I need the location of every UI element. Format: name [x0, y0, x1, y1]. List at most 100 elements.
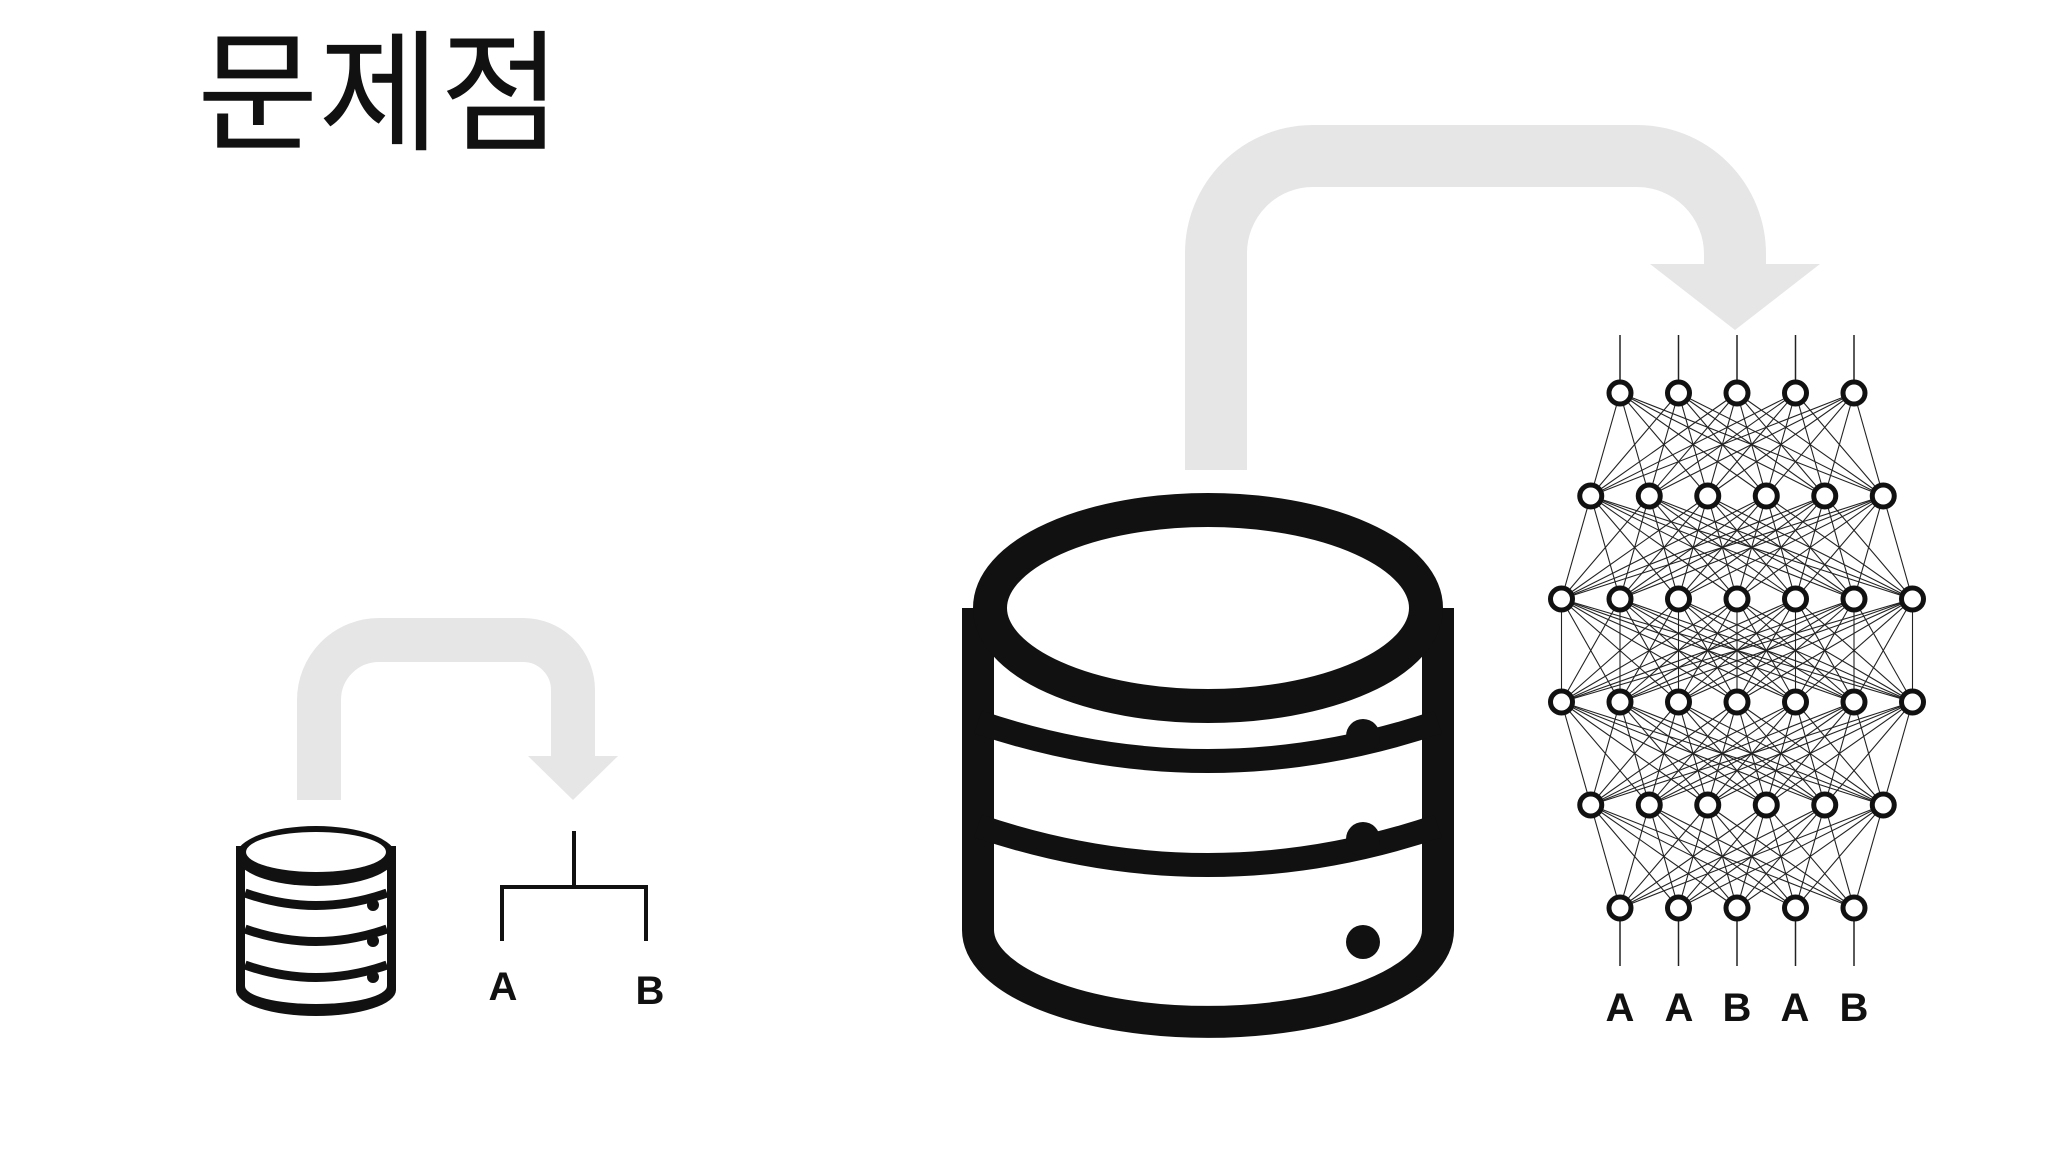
output-label: A — [1606, 986, 1635, 1030]
network-edge — [1560, 495, 1592, 600]
network-edge — [1678, 598, 1913, 703]
network-edge — [1882, 701, 1914, 806]
output-label: B — [1840, 986, 1869, 1030]
network-edge — [1619, 804, 1884, 909]
network-node — [1723, 585, 1751, 613]
network-edge — [1590, 701, 1679, 806]
network-edge — [1561, 495, 1650, 600]
network-node — [1548, 585, 1575, 613]
network-output-labels: A A B A B — [1606, 986, 1869, 1030]
network-edge — [1561, 598, 1679, 703]
network-edge — [1619, 598, 1913, 703]
network-edge — [1561, 598, 1621, 703]
slide-title: 문제점 — [197, 18, 561, 172]
network-node — [1635, 482, 1663, 510]
network-edge — [1824, 701, 1913, 806]
network-node — [1606, 688, 1634, 716]
output-label: A — [1781, 986, 1810, 1030]
network-edge — [1590, 392, 1855, 497]
network-edge — [1795, 598, 1913, 703]
neural-network-icon — [1548, 335, 1926, 966]
network-node — [1665, 379, 1692, 407]
network-node — [1665, 585, 1692, 613]
network-edge — [1678, 804, 1884, 909]
network-edge — [1561, 598, 1796, 703]
network-node — [1606, 379, 1634, 407]
network-edge — [1649, 392, 1855, 497]
database-icon — [236, 826, 396, 1016]
network-edge — [1619, 804, 1709, 909]
network-edge — [1590, 804, 1621, 909]
network-node — [1665, 688, 1692, 716]
network-node — [1811, 482, 1839, 510]
network-edge — [1561, 495, 1767, 600]
network-node — [1869, 791, 1897, 819]
network-node — [1782, 379, 1809, 407]
network-edge — [1590, 392, 1621, 497]
network-node — [1782, 894, 1809, 922]
network-edge — [1853, 804, 1884, 909]
network-edge — [1649, 701, 1913, 806]
network-node — [1606, 894, 1634, 922]
network-edge — [1736, 598, 1913, 703]
network-edge — [1561, 495, 1825, 600]
network-edge — [1795, 495, 1884, 600]
network-node — [1577, 791, 1605, 819]
network-node — [1694, 482, 1722, 510]
network-node — [1723, 379, 1751, 407]
network-edge — [1736, 495, 1884, 600]
network-node — [1752, 791, 1780, 819]
network-edge — [1882, 495, 1914, 600]
network-edge — [1678, 495, 1884, 600]
network-node — [1665, 894, 1692, 922]
network-edge — [1561, 495, 1884, 600]
tree-leaf-label-b: B — [636, 969, 665, 1013]
curved-arrow-icon — [1185, 125, 1820, 470]
network-edge — [1590, 392, 1679, 497]
network-edge — [1824, 392, 1855, 497]
network-node — [1694, 791, 1722, 819]
network-node — [1840, 379, 1868, 407]
network-node — [1723, 894, 1751, 922]
network-node — [1840, 585, 1868, 613]
network-edge — [1590, 701, 1796, 806]
network-node — [1723, 688, 1751, 716]
tree-leaf-label-a: A — [489, 965, 518, 1009]
output-label: B — [1723, 986, 1752, 1030]
curved-arrow-icon — [297, 618, 618, 800]
network-edge — [1590, 701, 1855, 806]
network-edge — [1590, 392, 1796, 497]
decision-tree-icon — [500, 831, 648, 941]
network-edge — [1795, 804, 1884, 909]
network-edge — [1561, 495, 1709, 600]
network-edge — [1853, 598, 1913, 703]
network-node — [1752, 482, 1780, 510]
output-label: A — [1665, 986, 1694, 1030]
network-node — [1548, 688, 1575, 716]
network-edge — [1707, 392, 1855, 497]
network-edge — [1707, 701, 1913, 806]
network-edge — [1590, 701, 1913, 806]
network-node — [1635, 791, 1663, 819]
network-edge — [1590, 701, 1621, 806]
network-node — [1840, 894, 1868, 922]
network-edge — [1619, 804, 1767, 909]
network-edge — [1590, 701, 1738, 806]
network-edge — [1853, 495, 1884, 600]
network-edge — [1560, 701, 1592, 806]
network-edge — [1765, 392, 1855, 497]
network-edge — [1561, 598, 1738, 703]
large-model-group: A A B A B — [962, 125, 1926, 1038]
network-node — [1811, 791, 1839, 819]
network-edge — [1765, 701, 1913, 806]
database-icon — [962, 493, 1454, 1038]
network-node — [1840, 688, 1868, 716]
network-edge — [1590, 392, 1738, 497]
network-node — [1899, 688, 1926, 716]
network-edge — [1561, 598, 1913, 703]
network-node — [1782, 688, 1809, 716]
network-node — [1782, 585, 1809, 613]
network-node — [1869, 482, 1897, 510]
network-edge — [1853, 392, 1884, 497]
